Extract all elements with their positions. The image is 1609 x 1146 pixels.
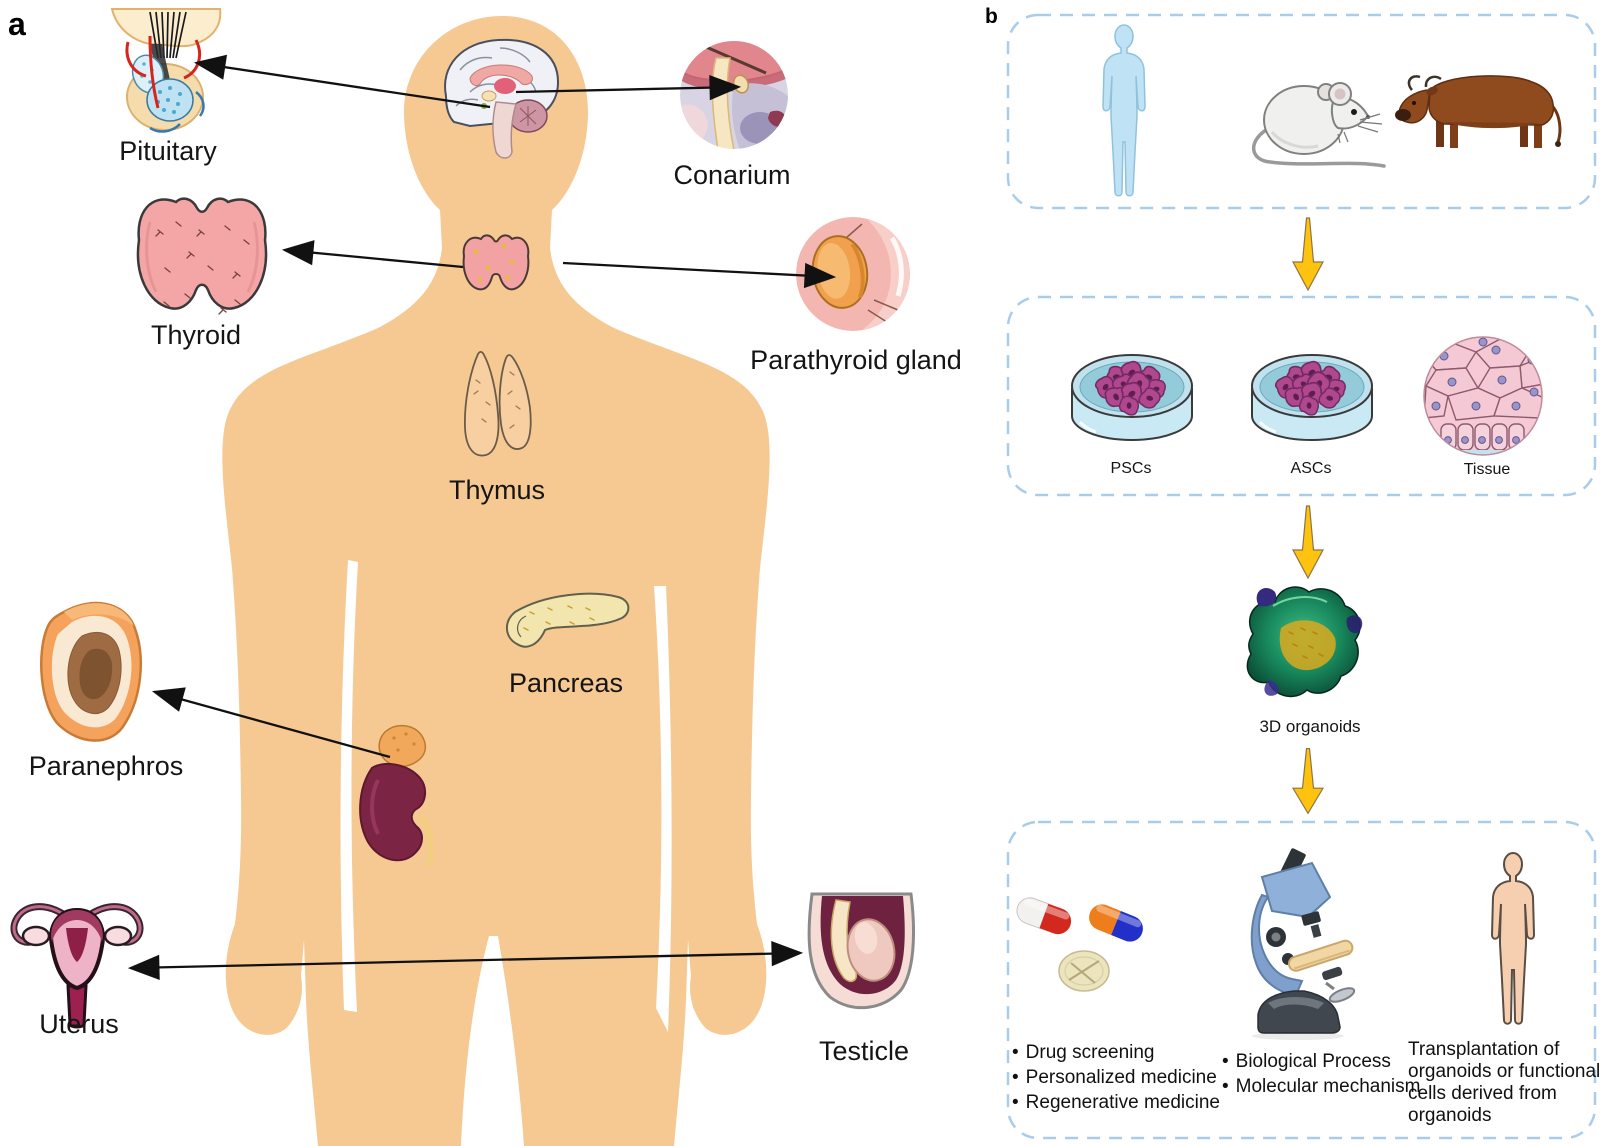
thymus-illustration <box>464 350 532 457</box>
label-pituitary: Pituitary <box>119 136 217 166</box>
drug-applications-list: • Drug screening • Personalized medicine •… <box>1012 1040 1220 1115</box>
psc-dish <box>1072 355 1192 440</box>
label-testicle: Testicle <box>818 1036 910 1066</box>
bullet-icon: • <box>1222 1076 1229 1097</box>
label-tissue: Tissue <box>1463 461 1511 478</box>
label-uterus: Uterus <box>39 1009 119 1039</box>
microscope-icon <box>1250 848 1356 1040</box>
label-parathyroid: Parathyroid gland <box>750 345 962 375</box>
label-paranephros: Paranephros <box>28 751 184 781</box>
list-item-text: Molecular mechanism <box>1235 1076 1421 1097</box>
list-item-text: Biological Process <box>1235 1051 1391 1072</box>
arm-gap-left <box>340 560 358 1012</box>
transplantation-text: Transplantation of organoids or function… <box>1408 1039 1601 1126</box>
sources-box <box>1006 295 1597 497</box>
list-item: • Regenerative medicine <box>1012 1090 1220 1115</box>
arrow-uterus-testicle <box>127 940 804 981</box>
conarium-illustration <box>680 41 788 149</box>
asc-dish <box>1252 355 1372 440</box>
list-item: • Drug screening <box>1012 1040 1220 1065</box>
list-item-text: Regenerative medicine <box>1025 1092 1220 1113</box>
research-applications-list: • Biological Process • Molecular mechanism <box>1222 1049 1420 1099</box>
flow-arrow-3 <box>1292 747 1324 815</box>
bullet-icon: • <box>1012 1067 1019 1088</box>
panel-a-graphics <box>10 8 915 1146</box>
organoid-image <box>1246 586 1363 698</box>
bullet-icon: • <box>1222 1051 1229 1072</box>
list-item: • Biological Process <box>1222 1049 1420 1074</box>
callout-arrows <box>127 54 837 981</box>
uterus-illustration <box>10 903 144 1029</box>
leg-gap <box>461 936 524 1146</box>
label-pancreas: Pancreas <box>508 668 624 698</box>
human-icon <box>1102 24 1146 197</box>
arrow-to-parathyroid <box>562 261 837 289</box>
tissue-icon <box>1423 336 1543 456</box>
patient-icon <box>1491 852 1535 1025</box>
bullet-icon: • <box>1012 1092 1019 1113</box>
label-thyroid: Thyroid <box>150 320 242 350</box>
label-conarium: Conarium <box>673 160 791 190</box>
arrow-to-thyroid <box>281 240 464 269</box>
label-pscs: PSCs <box>1110 460 1152 477</box>
list-item-text: Drug screening <box>1025 1042 1155 1063</box>
kidney-adrenal-illustration <box>359 724 434 867</box>
mouse-icon <box>1252 82 1386 168</box>
list-item: • Personalized medicine <box>1012 1065 1220 1090</box>
flow-arrow-2 <box>1292 505 1324 579</box>
thyroid-in-body <box>462 234 530 291</box>
paranephros-illustration <box>40 601 142 742</box>
list-item: • Molecular mechanism <box>1222 1074 1420 1099</box>
label-3d-organoids: 3D organoids <box>1259 717 1361 736</box>
arrow-to-paranephros <box>151 687 391 759</box>
panel-b-label: b <box>985 5 998 28</box>
pills-icon <box>1016 897 1143 992</box>
arrow-to-conarium <box>515 74 742 101</box>
pituitary-illustration <box>110 8 222 133</box>
list-item-text: Personalized medicine <box>1025 1067 1217 1088</box>
flow-arrow-1 <box>1292 217 1324 291</box>
label-thymus: Thymus <box>448 475 546 505</box>
panel-a-label: a <box>8 6 26 42</box>
thyroid-illustration <box>136 197 268 315</box>
arrow-to-pituitary <box>193 54 491 109</box>
bullet-icon: • <box>1012 1042 1019 1063</box>
label-ascs: ASCs <box>1290 460 1332 477</box>
species-box <box>1006 13 1597 210</box>
pancreas-illustration <box>506 592 630 648</box>
body-silhouette <box>222 16 770 1146</box>
arm-gap-right <box>654 586 672 1032</box>
testicle-illustration <box>807 892 915 1010</box>
cow-icon <box>1395 75 1562 148</box>
